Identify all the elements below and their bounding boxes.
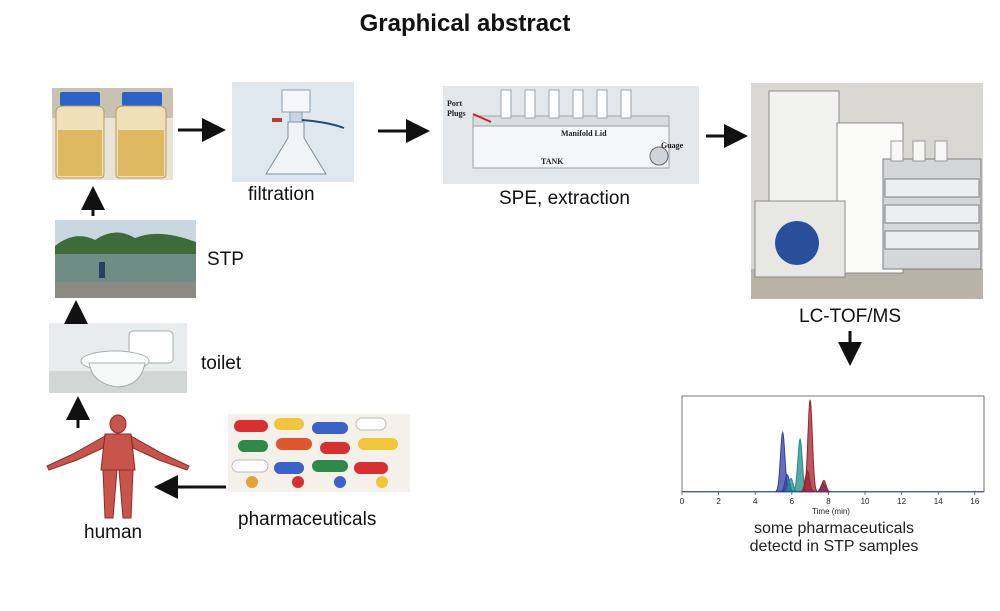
- spe-manifold-lid-text: Manifold Lid: [561, 129, 607, 138]
- pharmaceuticals-label: pharmaceuticals: [238, 509, 377, 530]
- chromatogram-x-tick-label: 12: [897, 497, 906, 506]
- chromatogram-peak-series3-2: [798, 470, 815, 493]
- stp-label: STP: [207, 249, 244, 270]
- chromatogram-x-tick-label: 0: [680, 497, 685, 506]
- sewage-treatment-plant-image: [55, 220, 196, 298]
- chromatogram-x-tick-label: 10: [861, 497, 870, 506]
- chromatogram-x-axis-label: Time (min): [812, 507, 850, 516]
- chromatogram-x-tick-label: 8: [826, 497, 831, 506]
- toilet-image: [49, 323, 187, 393]
- chromatogram-x-tick-label: 14: [934, 497, 943, 506]
- human-anatomy-image: [43, 414, 193, 522]
- chromatogram-caption: some pharmaceuticals detectd in STP samp…: [716, 520, 952, 556]
- toilet-label: toilet: [201, 353, 242, 374]
- spe-manifold-image: Port Plugs Manifold Lid TANK Guage: [443, 86, 699, 184]
- filtration-apparatus-image: [232, 82, 354, 182]
- chromatogram-x-tick-label: 16: [970, 497, 979, 506]
- spe-tank-text: TANK: [541, 157, 564, 166]
- chromatogram-x-tick-label: 4: [753, 497, 758, 506]
- chromatogram-peak-series2-2: [784, 477, 798, 493]
- lc-tof-ms-instrument-image: [751, 83, 983, 299]
- human-label: human: [84, 522, 143, 543]
- chromatogram-caption-line2: detectd in STP samples: [749, 538, 919, 555]
- spe-plugs-text: Plugs: [447, 109, 466, 118]
- spe-extraction-label: SPE, extraction: [499, 188, 630, 209]
- page-title: Graphical abstract: [359, 10, 571, 37]
- chromatogram-peak-series3-3: [817, 479, 831, 493]
- spe-guage-text: Guage: [661, 141, 684, 150]
- chromatogram-x-tick-label: 2: [716, 497, 721, 506]
- sample-bottles-image: [52, 88, 173, 180]
- chromatogram-caption-line1: some pharmaceuticals: [753, 520, 915, 537]
- chromatogram-frame: [681, 395, 985, 493]
- filtration-label: filtration: [248, 184, 315, 205]
- lc-tof-ms-label: LC-TOF/MS: [799, 306, 902, 327]
- chromatogram-chart: 0 2 4 6 8 10 12 14 16 Time (min): [680, 395, 985, 516]
- pills-capsules-image: [228, 414, 410, 492]
- spe-port-text: Port: [447, 99, 462, 108]
- chromatogram-x-tick-label: 6: [790, 497, 795, 506]
